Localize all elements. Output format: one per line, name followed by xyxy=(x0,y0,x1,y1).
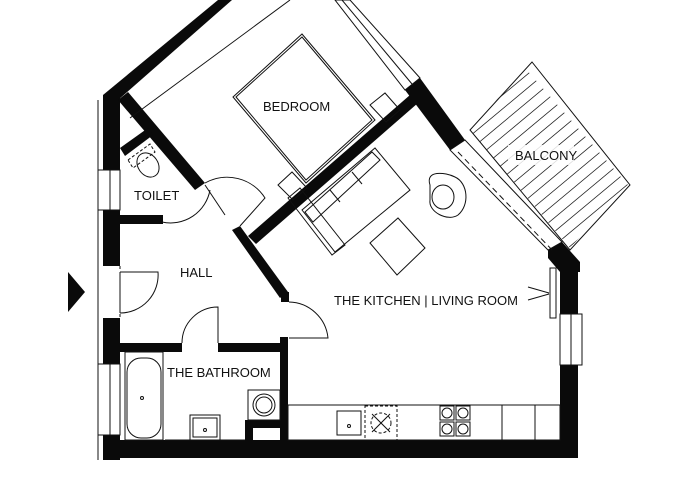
interior-walls xyxy=(118,92,418,447)
armchair xyxy=(428,172,467,218)
windows xyxy=(97,0,583,460)
bed xyxy=(129,0,401,201)
bathtub xyxy=(124,351,164,441)
kitchen-counter xyxy=(287,404,561,441)
room-label-toilet: TOILET xyxy=(134,188,179,203)
washing-machine xyxy=(247,389,281,421)
sofa xyxy=(287,147,411,256)
doors xyxy=(97,176,329,344)
hob xyxy=(439,405,471,437)
toilet-fixture xyxy=(127,143,160,178)
washbasin xyxy=(189,414,221,441)
room-label-kitchen-living: THE KITCHEN | LIVING ROOM xyxy=(334,293,518,308)
room-label-bathroom: THE BATHROOM xyxy=(167,365,271,380)
room-label-balcony: BALCONY xyxy=(515,148,577,163)
coffee-table xyxy=(369,217,426,276)
room-label-hall: HALL xyxy=(180,265,213,280)
room-label-bedroom: BEDROOM xyxy=(263,99,330,114)
balcony xyxy=(469,61,631,251)
entrance-arrow-icon xyxy=(68,272,85,312)
exterior-walls xyxy=(103,0,580,460)
